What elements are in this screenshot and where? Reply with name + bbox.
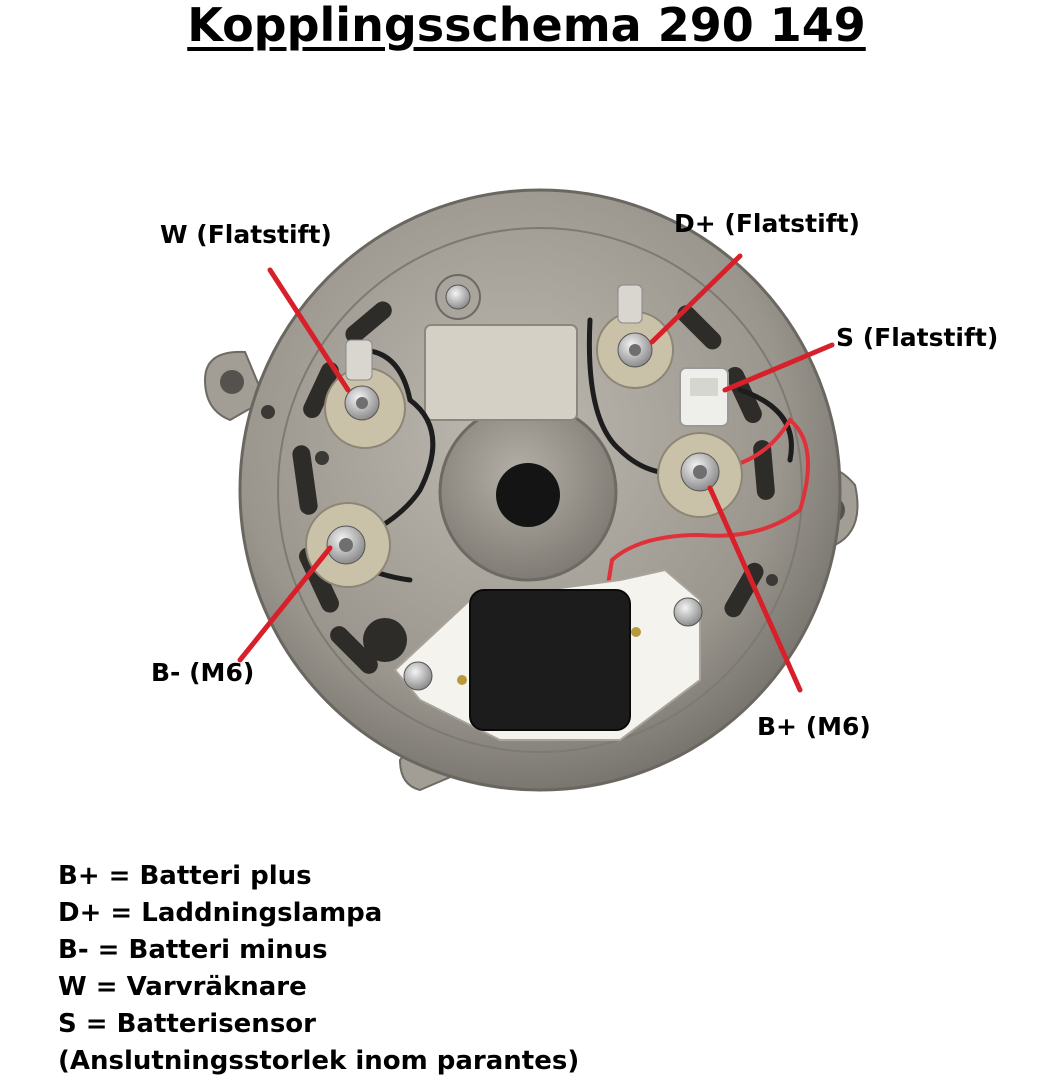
leader-lines (237, 253, 835, 693)
voltage-regulator (393, 568, 703, 741)
callout-b-minus: B- (M6) (151, 658, 255, 687)
rotor-hub (438, 402, 618, 582)
callout-d-plus: D+ (Flatstift) (674, 209, 860, 238)
terminal-d-plus (596, 284, 674, 389)
capacitor-block (424, 274, 578, 421)
leader-line-d-plus (649, 253, 743, 345)
legend-item-d-plus: D+ = Laddningslampa (58, 898, 383, 928)
leader-line-b-minus (237, 545, 333, 663)
leader-line-s (722, 342, 835, 393)
leader-line-b-plus (707, 485, 803, 693)
red-wire (606, 416, 810, 587)
legend-item-b-minus: B- = Batteri minus (58, 935, 328, 965)
legend-item-w: W = Varvräknare (58, 972, 307, 1002)
legend-item-s: S = Batterisensor (58, 1009, 316, 1039)
leader-line-w (267, 267, 351, 393)
terminal-b-minus (305, 502, 391, 588)
terminal-b-plus (657, 432, 743, 518)
terminal-s-plug (679, 367, 729, 427)
legend: B+ = Batteri plus D+ = Laddningslampa B-… (58, 858, 579, 1080)
page-title-text: Kopplingsschema 290 149 (187, 0, 866, 52)
callout-s: S (Flatstift) (836, 323, 999, 352)
legend-note: (Anslutningsstorlek inom parantes) (58, 1046, 580, 1076)
callout-w: W (Flatstift) (160, 220, 332, 249)
page-title: Kopplingsschema 290 149 (0, 0, 1053, 50)
callout-b-plus: B+ (M6) (757, 712, 871, 741)
legend-item-b-plus: B+ = Batteri plus (58, 861, 312, 891)
